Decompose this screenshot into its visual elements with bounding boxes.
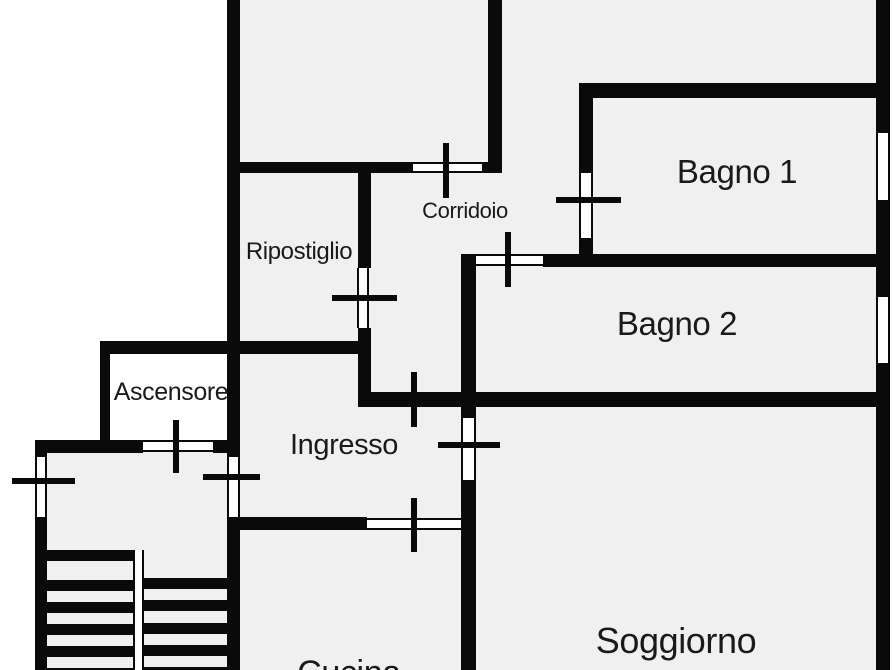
wall-left-spine-upper bbox=[227, 0, 240, 457]
wall-bagno2-soggiorno bbox=[358, 392, 890, 407]
stair-tread bbox=[47, 580, 133, 591]
window-opening-bagno2 bbox=[876, 297, 890, 363]
window-opening-bagno1 bbox=[876, 133, 890, 200]
wall-ingresso-right-upper bbox=[461, 254, 476, 418]
stair-tread bbox=[47, 624, 133, 635]
wall-bagno1-bagno2 bbox=[543, 254, 890, 267]
door-tick-ascensore bbox=[173, 420, 179, 473]
wall-ripostiglio-right-upper bbox=[358, 173, 371, 268]
wall-corridoio-top-stub bbox=[482, 162, 490, 173]
door-tick-bagno2 bbox=[505, 232, 511, 287]
wall-ingresso-right-lower bbox=[461, 480, 476, 670]
exterior-wall-left-upper bbox=[35, 442, 47, 457]
door-opening-bagno1 bbox=[579, 173, 593, 238]
room-label-cucina: Cucina bbox=[297, 656, 401, 670]
stair-tread bbox=[144, 667, 228, 670]
door-opening-soggiorno bbox=[461, 418, 476, 480]
wall-bagno1-top bbox=[579, 83, 890, 98]
wall-bagno1-left-lower bbox=[579, 238, 593, 255]
room-label-ripostiglio: Ripostiglio bbox=[245, 238, 353, 265]
stair-tread bbox=[47, 646, 133, 657]
room-label-bagno-1: Bagno 1 bbox=[676, 153, 798, 190]
room-label-corridoio: Corridoio bbox=[422, 198, 508, 223]
room-label-bagno-2: Bagno 2 bbox=[616, 305, 738, 342]
wall-ascensore-left bbox=[100, 341, 110, 453]
stair-tread bbox=[47, 602, 133, 613]
room-label-soggiorno: Soggiorno bbox=[595, 620, 757, 661]
wall-ripostiglio-right-lower bbox=[358, 328, 371, 392]
wall-ascensore-bottom-left bbox=[35, 440, 143, 453]
stair-tread bbox=[144, 623, 228, 634]
exterior-wall-right-1 bbox=[876, 0, 890, 133]
exterior-wall-right-2 bbox=[876, 200, 890, 297]
stair-divider bbox=[133, 550, 144, 670]
door-tick-soggiorno bbox=[438, 442, 500, 448]
stair-tread bbox=[144, 600, 228, 611]
stair-tread bbox=[144, 645, 228, 656]
wall-ingresso-cucina bbox=[240, 517, 367, 530]
wall-corridoio-top bbox=[227, 162, 413, 173]
door-tick-entrance bbox=[203, 474, 260, 480]
door-tick-corridoio-ingresso bbox=[411, 372, 417, 427]
door-tick-top-room bbox=[443, 143, 449, 198]
wall-bagno1-left-upper bbox=[579, 88, 593, 173]
window-tick-stairwell bbox=[12, 478, 75, 484]
exterior-wall-right-3 bbox=[876, 363, 890, 670]
door-tick-ripostiglio bbox=[332, 295, 397, 301]
exterior-wall-left-lower bbox=[35, 517, 47, 670]
stair-tread bbox=[144, 578, 228, 589]
door-opening-entrance bbox=[227, 457, 240, 517]
window-opening-stairwell bbox=[35, 457, 47, 517]
door-tick-cucina bbox=[411, 498, 417, 552]
floor-apartment bbox=[227, 0, 890, 670]
stair-tread bbox=[47, 550, 133, 561]
stair-tread bbox=[47, 668, 133, 670]
wall-left-spine-lower bbox=[227, 517, 240, 670]
room-label-ascensore: Ascensore bbox=[113, 378, 229, 406]
wall-top-room-divider bbox=[488, 0, 502, 173]
door-tick-bagno1 bbox=[556, 197, 621, 203]
room-label-ingresso: Ingresso bbox=[289, 429, 399, 461]
